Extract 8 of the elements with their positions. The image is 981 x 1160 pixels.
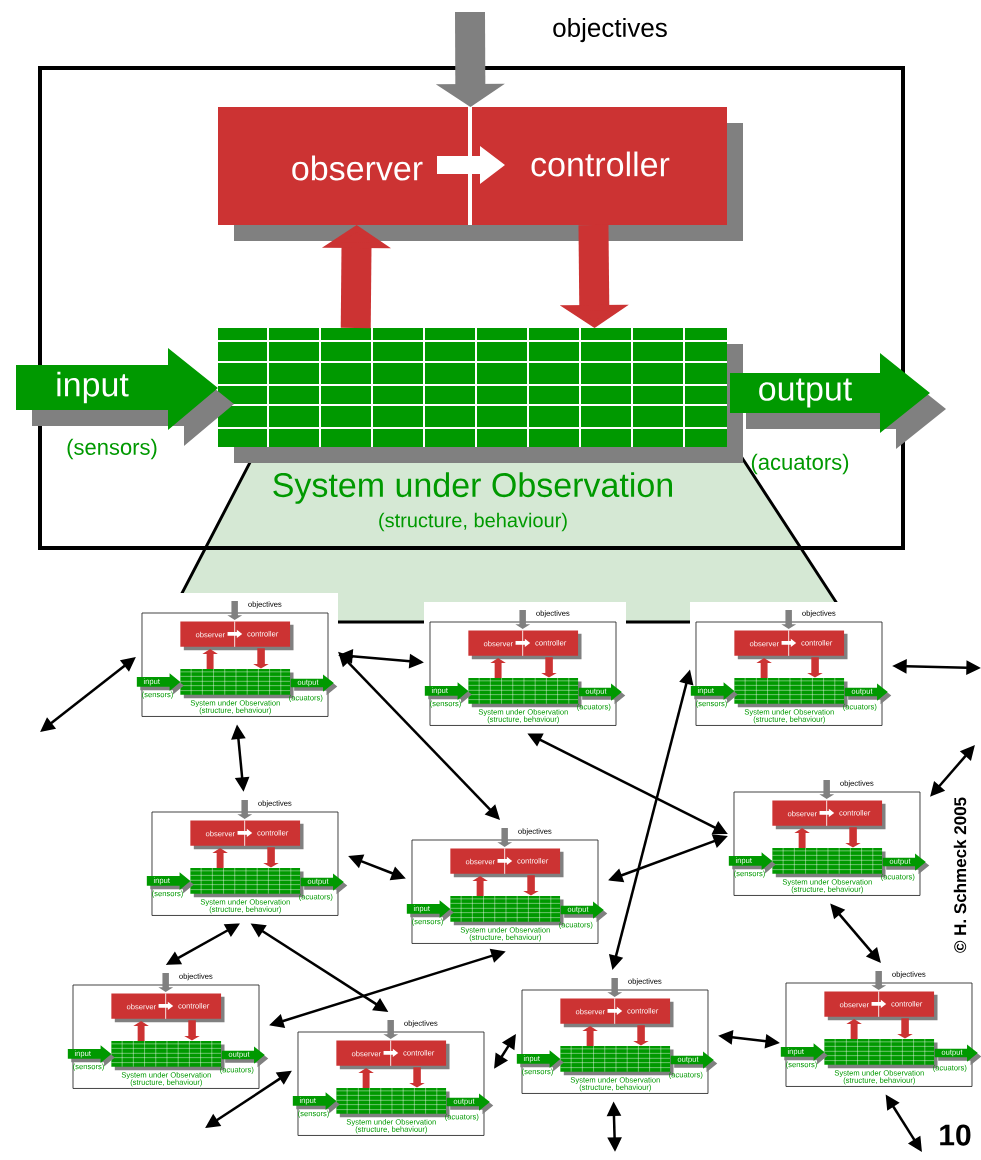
system-title: System under Observation xyxy=(273,472,672,504)
system-subtitle: (structure, behaviour) xyxy=(379,512,567,532)
actuator-note: (acuators) xyxy=(751,453,849,475)
page-number: 10 xyxy=(940,1124,971,1146)
edge-label: objectives xyxy=(550,16,670,44)
system-frame xyxy=(38,66,905,550)
copyright-note: © H. Schmeck 2005 xyxy=(953,797,967,953)
observer-controller-box: observer controller xyxy=(218,107,743,241)
